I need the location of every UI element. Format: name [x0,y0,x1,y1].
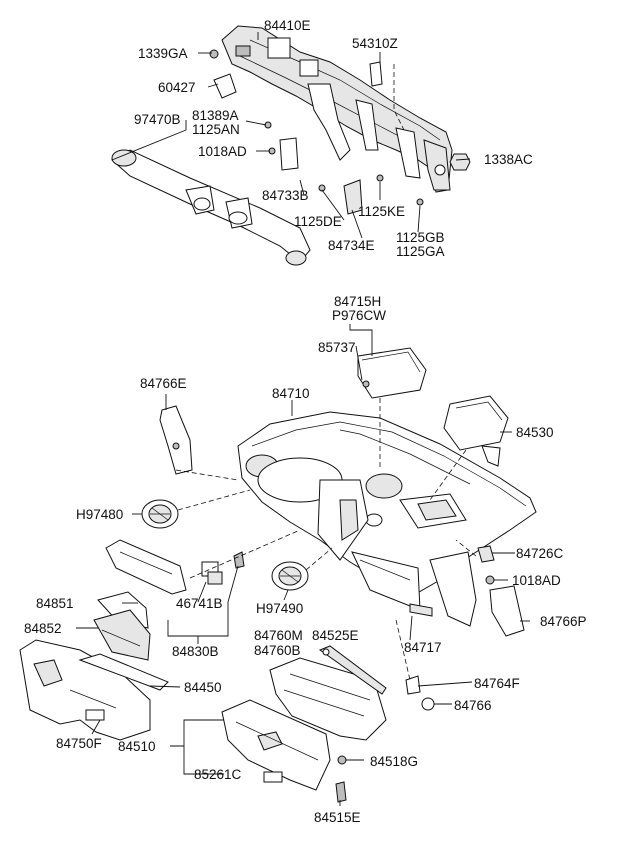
label-84515E: 84515E [314,810,361,825]
label-84710: 84710 [272,386,310,401]
leader-lines [76,32,530,806]
center-vent [271,561,309,591]
label-85737: 85737 [318,340,356,355]
label-1125DE: 1125DE [294,214,342,229]
label-84410E: 84410E [264,18,311,33]
top-fasteners [209,49,471,206]
label-84734E: 84734E [328,238,375,253]
label-84851: 84851 [36,596,74,611]
label-84830B: 84830B [172,644,219,659]
lower-cover-parts [93,591,151,661]
label-84530: 84530 [516,425,554,440]
label-60427: 60427 [158,80,196,95]
side-cover-left [159,405,193,475]
label-P976CW: P976CW [332,308,386,323]
label-84510: 84510 [118,739,156,754]
label-1018AD-top: 1018AD [198,144,247,159]
glove-box-damper [318,645,387,695]
label-84766E: 84766E [140,376,187,391]
assembly-dashed-lines [175,64,477,681]
cluster-fascia [105,539,187,595]
label-84525E: 84525E [312,628,359,643]
label-H97490: H97490 [256,601,303,616]
label-84750F: 84750F [56,736,102,751]
label-1125AN: 1125AN [192,122,240,137]
label-1125KE: 1125KE [358,204,405,219]
label-1125GA: 1125GA [396,244,445,259]
passenger-airbag [443,395,509,467]
label-1339GA: 1339GA [138,46,188,61]
label-84450: 84450 [184,680,222,695]
label-84760M: 84760M [254,628,303,643]
label-1338AC: 1338AC [484,152,533,167]
label-81389A: 81389A [192,108,239,123]
label-84733B: 84733B [262,188,309,203]
label-84726C: 84726C [516,546,564,561]
label-84764F: 84764F [474,676,520,691]
part-labels: 84410E 1339GA 54310Z 60427 81389A 1125AN… [24,18,587,825]
upper-cover [357,347,427,399]
trim-strip [78,653,169,691]
glove-box-housing [269,657,387,741]
label-1125GB: 1125GB [396,230,445,245]
label-84715H: 84715H [334,294,381,309]
lower-crash-pad [19,639,151,741]
label-84852: 84852 [24,621,62,636]
glove-box [221,699,331,791]
label-84760B: 84760B [254,643,301,658]
label-46741B: 46741B [176,596,223,611]
label-84766: 84766 [454,698,492,713]
cowl-cross-bar-assembly [213,25,453,215]
label-97470B: 97470B [134,112,181,127]
label-1018AD-bottom: 1018AD [512,573,561,588]
label-84717: 84717 [404,640,442,655]
label-54310Z: 54310Z [352,36,398,51]
label-84766P: 84766P [540,614,587,629]
label-H97480: H97480 [76,507,123,522]
label-85261C: 85261C [194,767,242,782]
crash-pad-assembly [237,411,537,627]
air-duct-assembly [111,149,311,266]
label-84518G: 84518G [370,754,418,769]
side-vent-left [141,499,179,529]
switch-assembly [201,551,245,585]
